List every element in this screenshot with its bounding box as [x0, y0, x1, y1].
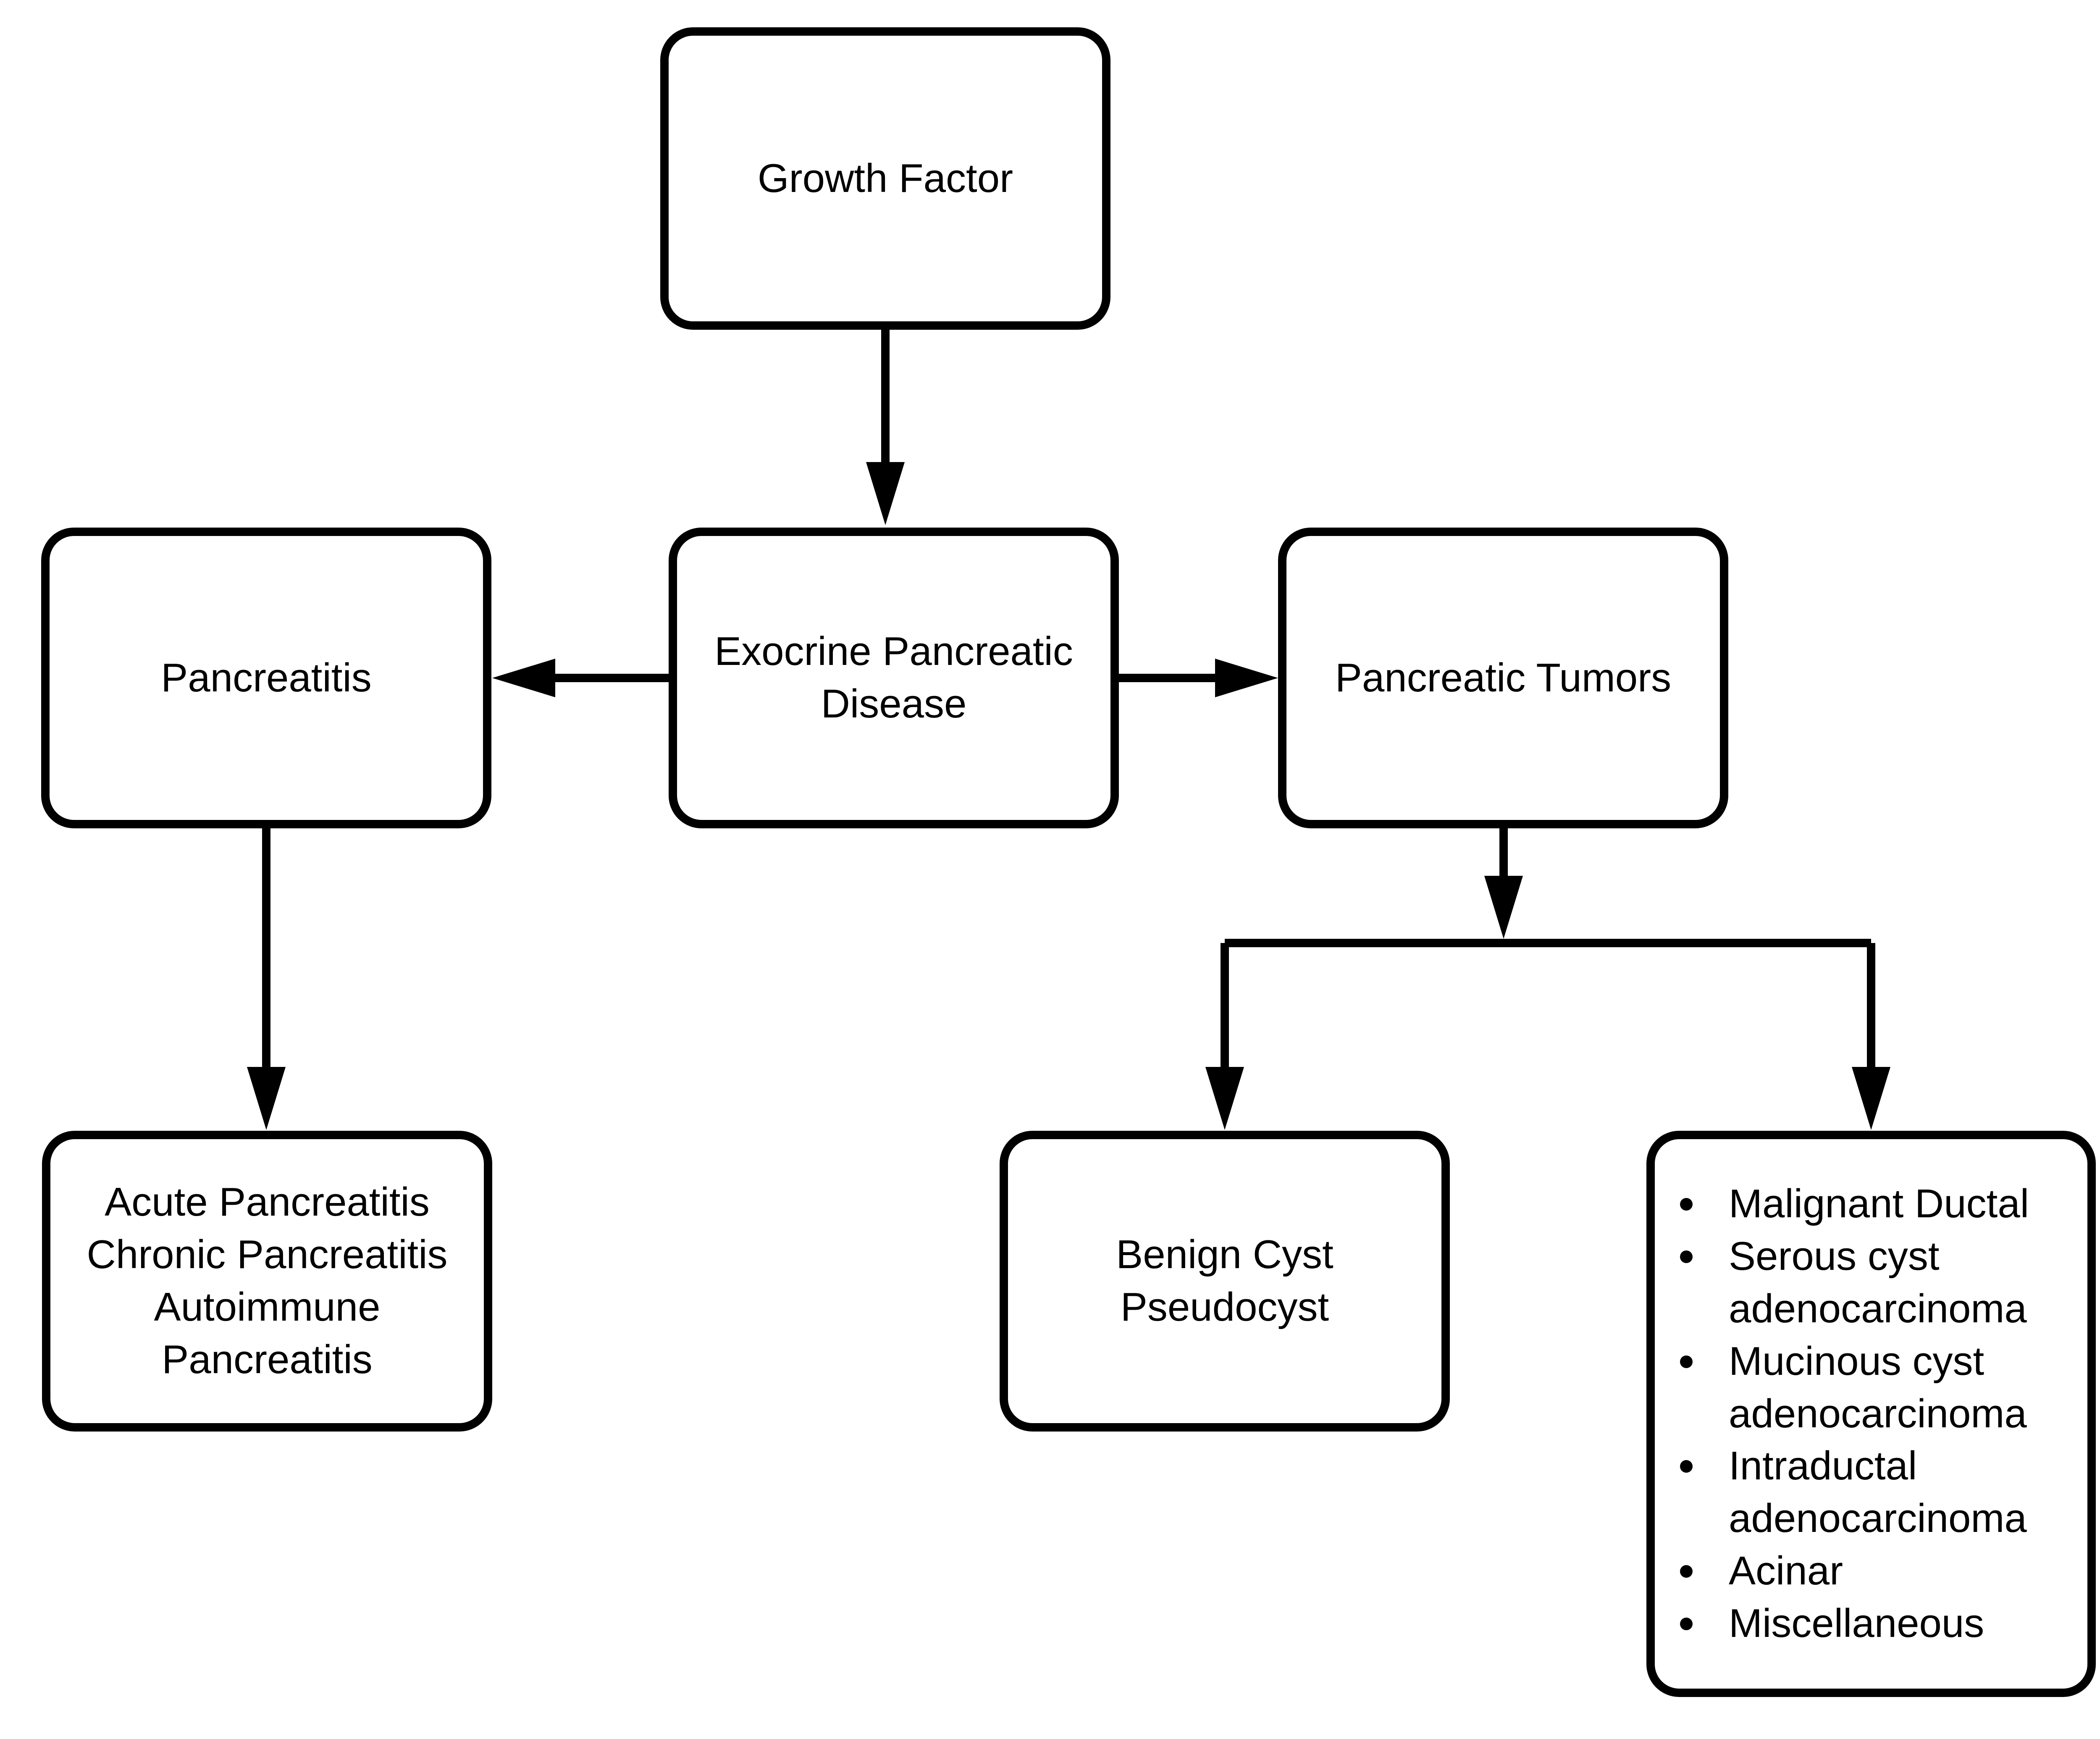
node-exocrine-pancreatic-disease[interactable]: Exocrine Pancreatic Disease — [669, 528, 1119, 828]
edge-growth-factor-to-exocrine — [866, 330, 905, 525]
node-growth-factor-label: Growth Factor — [757, 155, 1013, 201]
node-benign-cyst-label: Benign Cyst Pseudocyst — [1116, 1232, 1334, 1329]
list-item: Intraductal adenocarcinoma — [1680, 1440, 2071, 1545]
node-pancreatitis[interactable]: Pancreatitis — [41, 528, 491, 828]
edge-exocrine-to-pancreatic-tumors — [1119, 659, 1278, 697]
node-pancreatic-tumors[interactable]: Pancreatic Tumors — [1278, 528, 1728, 828]
node-pancreatitis-label: Pancreatitis — [161, 655, 372, 700]
node-pancreatitis-types[interactable]: Acute Pancreatitis Chronic Pancreatitis … — [42, 1131, 492, 1432]
node-benign-cyst[interactable]: Benign Cyst Pseudocyst — [1000, 1131, 1450, 1432]
list-item-label: Intraductal adenocarcinoma — [1729, 1443, 2027, 1541]
bullet-dot-icon — [1680, 1250, 1693, 1264]
bullet-dot-icon — [1680, 1565, 1693, 1578]
list-item: Serous cyst adenocarcinoma — [1680, 1230, 2071, 1335]
edge-tumors-to-split-bus — [1205, 828, 1890, 1130]
list-item: Malignant Ductal — [1680, 1178, 2071, 1230]
list-item: Mucinous cyst adenocarcinoma — [1680, 1335, 2071, 1440]
edge-pancreatitis-to-types — [247, 828, 286, 1130]
bullet-dot-icon — [1680, 1198, 1693, 1211]
list-item-label: Miscellaneous — [1729, 1600, 1984, 1646]
edge-exocrine-to-pancreatitis — [492, 659, 669, 697]
node-pancreatitis-types-label: Acute Pancreatitis Chronic Pancreatitis … — [87, 1179, 448, 1382]
bullet-dot-icon — [1680, 1617, 1693, 1630]
list-item-label: Malignant Ductal — [1729, 1181, 2029, 1227]
list-item-label: Serous cyst adenocarcinoma — [1729, 1234, 2027, 1331]
bullet-dot-icon — [1680, 1460, 1693, 1473]
node-pancreatic-tumors-label: Pancreatic Tumors — [1335, 655, 1672, 700]
node-exocrine-pancreatic-disease-label: Exocrine Pancreatic Disease — [714, 629, 1073, 726]
node-growth-factor[interactable]: Growth Factor — [660, 27, 1110, 330]
list-item: Acinar — [1680, 1545, 2071, 1597]
list-item-label: Acinar — [1729, 1548, 1843, 1593]
list-item: Miscellaneous — [1680, 1597, 2071, 1650]
bullet-dot-icon — [1680, 1355, 1693, 1368]
list-item-label: Mucinous cyst adenocarcinoma — [1729, 1338, 2027, 1436]
